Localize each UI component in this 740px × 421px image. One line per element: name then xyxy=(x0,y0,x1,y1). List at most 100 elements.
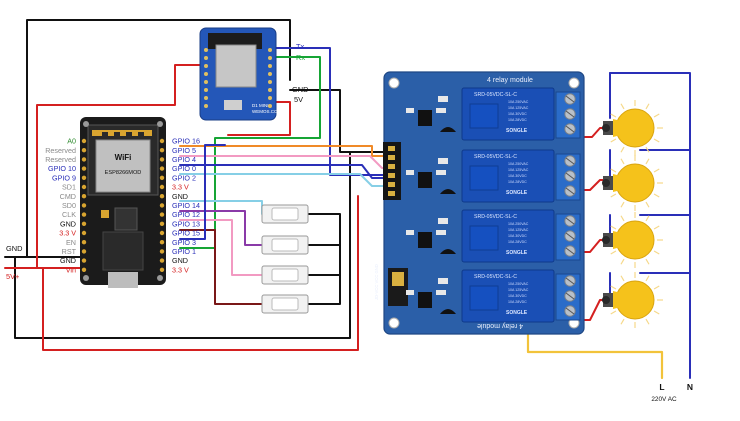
d1-pin xyxy=(204,64,208,68)
push-switch xyxy=(261,294,309,314)
vplus-label: 5V+ xyxy=(6,272,19,281)
header-pin xyxy=(388,146,395,151)
push-switch xyxy=(261,265,309,285)
nodemcu-left-pin-label: CLK xyxy=(62,210,76,219)
wire-gpio3 xyxy=(179,144,226,240)
wire-5v-vin xyxy=(36,64,201,269)
relay-spec-text: 10A 28VDC xyxy=(508,118,527,122)
wire-5v-d1 xyxy=(227,101,291,136)
d1-pin xyxy=(268,72,272,76)
nodemcu-left-pin-label: GND xyxy=(60,219,76,228)
nodemcu-left-pin-label: A0 xyxy=(67,137,76,146)
relay-spec-text: 10A 30VDC xyxy=(508,174,527,178)
relay-spec-text: 10A 250VAC xyxy=(508,100,529,104)
nodemcu-left-pin xyxy=(81,194,87,199)
relay-spec-text: 10A 250VAC xyxy=(508,282,529,286)
wire-5v-loop xyxy=(42,195,359,351)
nodemcu-left-pin-label: SD1 xyxy=(62,183,76,192)
nodemcu-left-pin-label: CMD xyxy=(60,192,76,201)
wire-gpio12 xyxy=(179,210,263,246)
nodemcu-left-pin xyxy=(81,230,87,236)
nodemcu-left-pin-label: GPIO 9 xyxy=(52,173,76,182)
relay-spec-text: 10A 28VDC xyxy=(508,240,527,244)
d1-pin xyxy=(204,104,208,108)
nodemcu-left-pin xyxy=(81,249,87,254)
relay-model-text: SRD-05VDC-SL-C xyxy=(474,214,517,220)
wire-gpio15 xyxy=(179,229,263,305)
relay-brand-text: SONGLE xyxy=(506,250,528,256)
nodemcu-right-pin xyxy=(159,267,165,272)
nodemcu-right-pin-label: GPIO 4 xyxy=(172,155,196,164)
header-pin xyxy=(388,173,395,178)
usb-port xyxy=(108,272,138,288)
nodemcu-right-pin xyxy=(159,230,165,236)
relay-spec-text: 10A 125VAC xyxy=(508,228,529,232)
module-text-1: WiFi xyxy=(115,153,132,162)
nodemcu-left-pin-label: GND xyxy=(60,256,76,265)
nodemcu-right-pin-label: GPIO 14 xyxy=(172,201,200,210)
relay-spec-text: 10A 125VAC xyxy=(508,106,529,110)
d1-board-text-1: D1 MINI xyxy=(252,103,269,108)
nodemcu-left-pin-label: GPIO 10 xyxy=(48,164,76,173)
input-header xyxy=(383,142,401,200)
d1-mini-board: D1 MINI WEMOS.CC xyxy=(199,27,278,121)
d1-pin xyxy=(268,80,272,84)
nodemcu-left-pin-label: Reserved xyxy=(45,146,76,155)
nodemcu-right-pin-label: GND xyxy=(172,256,188,265)
nodemcu-left-pin-label: SD0 xyxy=(62,201,76,210)
nodemcu-right-pin xyxy=(159,184,165,190)
d1-pin xyxy=(204,80,208,84)
nodemcu-left-pin xyxy=(81,175,87,180)
nodemcu-right-pin xyxy=(159,212,165,217)
wire-gpio0 xyxy=(179,164,393,179)
d1-pin xyxy=(268,56,272,60)
header-pin xyxy=(388,164,395,169)
nodemcu-right-pin-label: GPIO 13 xyxy=(172,219,200,228)
gnd-label: GND xyxy=(6,244,22,253)
nodemcu-left-pin xyxy=(81,157,87,162)
nodemcu-right-pin-label: GPIO 5 xyxy=(172,146,196,155)
nodemcu-left-pin-label: Reserved xyxy=(45,155,76,164)
nodemcu-left-pin xyxy=(81,258,87,263)
right-pin-header xyxy=(159,138,165,272)
header-pin xyxy=(388,191,395,196)
wire-gpio2 xyxy=(179,173,393,187)
header-pin xyxy=(388,182,395,187)
live-label: L xyxy=(659,382,664,392)
wire-gnd-top xyxy=(26,19,291,258)
relay-spec-text: 10A 28VDC xyxy=(508,180,527,184)
push-switches xyxy=(261,204,309,314)
nodemcu-left-pin xyxy=(81,221,87,226)
nodemcu-board: WiFi ESP8266MOD xyxy=(80,117,166,288)
nodemcu-left-pin-label: RST xyxy=(62,247,77,256)
nodemcu-left-pin-label: EN xyxy=(66,238,76,247)
esp-module xyxy=(95,139,151,193)
light-bulb xyxy=(602,155,663,211)
relay-spec-text: 10A 125VAC xyxy=(508,288,529,292)
relay-spec-text: 10A 30VDC xyxy=(508,294,527,298)
nodemcu-left-pin xyxy=(81,148,87,153)
nodemcu-right-pin xyxy=(159,249,165,254)
nodemcu-left-pin xyxy=(81,267,87,272)
nodemcu-right-pin-label: 3.3 V xyxy=(172,265,189,274)
d1-pin xyxy=(204,96,208,100)
bulb-base xyxy=(602,124,610,132)
nodemcu-left-pin xyxy=(81,212,87,217)
relay-spec-text: 10A 28VDC xyxy=(508,300,527,304)
nodemcu-right-pin-label: GPIO 0 xyxy=(172,164,196,173)
nodemcu-right-pin xyxy=(159,240,165,245)
jumper-label: JD-VCC VCC GND xyxy=(374,264,379,300)
relay-model-text: SRD-05VDC-SL-C xyxy=(474,274,517,280)
nodemcu-right-pin-label: GPIO 2 xyxy=(172,173,196,182)
d1-pin xyxy=(268,48,272,52)
nodemcu-right-pin xyxy=(159,148,165,153)
nodemcu-left-pin xyxy=(81,184,87,190)
header-pin xyxy=(388,155,395,160)
antenna-trace xyxy=(92,130,152,136)
